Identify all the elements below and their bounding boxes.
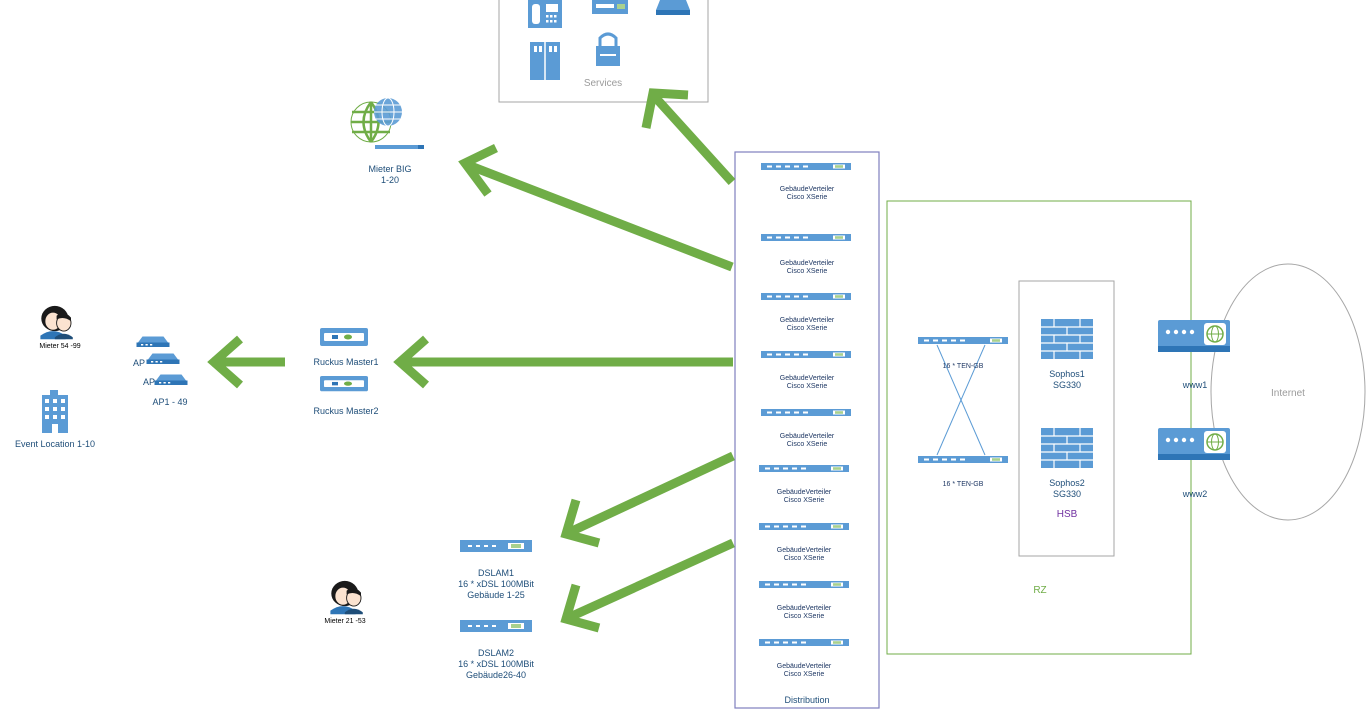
phone-icon: [528, 0, 562, 28]
users-icon: [39, 305, 74, 340]
core-switch-icon: [918, 456, 1008, 463]
internet-router-icon: [1157, 319, 1231, 353]
distribution-switch-icon: [761, 234, 851, 241]
hsb-box: [1018, 280, 1115, 557]
server-icon: [530, 42, 560, 80]
distribution-switch-icon: [759, 639, 849, 646]
dslam-icon: [460, 620, 532, 632]
distribution-switch-icon: [761, 163, 851, 170]
dslam2-line1: DSLAM2: [477, 648, 514, 658]
router-service-icon: [656, 0, 690, 15]
switch-model: Cisco XSerie: [786, 383, 828, 391]
ruckus-master2-label: Ruckus Master2: [313, 406, 379, 416]
distribution-switch-icon: [761, 409, 851, 416]
switch-model: Cisco XSerie: [783, 555, 825, 563]
switch-name: GebäudeVerteiler: [779, 375, 835, 382]
cross-link: [936, 344, 986, 456]
sophos2-name: Sophos2: [1049, 478, 1085, 488]
switch-name: GebäudeVerteiler: [779, 317, 835, 324]
core-switch-icon: [918, 337, 1008, 344]
dslam1-line3: Gebäude 1-25: [467, 589, 525, 600]
core-switch-label: 16 * TEN-GB: [942, 481, 984, 488]
dslam1-label: DSLAM1 16 * xDSL 100MBit Gebäude 1-25: [440, 568, 552, 600]
switch-name: GebäudeVerteiler: [776, 489, 832, 496]
dslam2-label: DSLAM2 16 * xDSL 100MBit Gebäude26-40: [440, 648, 552, 680]
globe-server-icon: [350, 97, 424, 149]
ap-range-label: AP1 - 49: [152, 397, 188, 407]
switch-model: Cisco XSerie: [783, 671, 825, 679]
switch-name: GebäudeVerteiler: [776, 547, 832, 554]
distribution-label: Distribution: [784, 695, 830, 705]
distribution-switch-icon: [759, 581, 849, 588]
switch-model: Cisco XSerie: [783, 497, 825, 505]
internet-label: Internet: [1271, 388, 1305, 399]
ruckus-controller-icon: [320, 328, 368, 346]
distribution-switch-icon: [761, 293, 851, 300]
users-icon: [329, 580, 364, 615]
dslam-icon: [460, 540, 532, 552]
ruckus-controller-icon: [320, 376, 368, 392]
access-point-icon: [136, 336, 170, 347]
switch-model: Cisco XSerie: [786, 325, 828, 333]
access-point-icon: [146, 353, 180, 364]
switch-model: Cisco XSerie: [786, 194, 828, 202]
hsb-label: HSB: [1056, 509, 1078, 520]
firewall-icon: [1040, 427, 1094, 469]
switch-name: GebäudeVerteiler: [779, 186, 835, 193]
lock-icon: [596, 32, 620, 66]
services-label: Services: [583, 78, 623, 89]
distribution-switch-icon: [759, 523, 849, 530]
www2-label: www2: [1182, 489, 1208, 499]
sophos2-model: SG330: [1052, 488, 1082, 499]
switch-name: GebäudeVerteiler: [776, 663, 832, 670]
connection-arrows: [207, 88, 736, 633]
switch-service-icon: [592, 0, 628, 14]
switch-name: GebäudeVerteiler: [776, 605, 832, 612]
event-location-label: Event Location 1-10: [14, 439, 96, 449]
distribution-box: [734, 151, 880, 709]
mieter-big-line1: Mieter BIG: [368, 164, 412, 174]
ap-label: AP: [132, 358, 145, 368]
ruckus-master1-label: Ruckus Master1: [313, 357, 379, 367]
ap-label: AP: [142, 377, 155, 387]
distribution-switch-icon: [761, 351, 851, 358]
building-icon: [42, 390, 68, 433]
sophos1-name: Sophos1: [1049, 369, 1085, 379]
switch-model: Cisco XSerie: [786, 441, 828, 449]
internet-router-icon: [1157, 427, 1231, 461]
sophos1-model: SG330: [1052, 379, 1082, 390]
www1-label: www1: [1182, 380, 1208, 390]
switch-name: GebäudeVerteiler: [779, 260, 835, 267]
dslam1-line1: DSLAM1: [477, 568, 514, 578]
dslam2-line3: Gebäude26-40: [465, 669, 527, 680]
mieter-big-label: Mieter BIG 1-20: [350, 164, 430, 186]
dslam2-line2: 16 * xDSL 100MBit: [458, 658, 534, 669]
services-box: [498, 0, 709, 103]
switch-model: Cisco XSerie: [783, 613, 825, 621]
mieter-54-label: Mieter 54 -99: [39, 343, 81, 350]
core-switch-label: 16 * TEN-GB: [942, 363, 984, 370]
distribution-switch-icon: [759, 465, 849, 472]
switch-model: Cisco XSerie: [786, 268, 828, 276]
dslam1-line2: 16 * xDSL 100MBit: [458, 578, 534, 589]
switch-name: GebäudeVerteiler: [779, 433, 835, 440]
rz-box: [886, 200, 1192, 655]
mieter-21-label: Mieter 21 -53: [324, 618, 366, 625]
firewall-icon: [1040, 318, 1094, 360]
internet-cloud: [1210, 263, 1366, 521]
rz-label: RZ: [1033, 585, 1047, 596]
mieter-big-line2: 1-20: [380, 174, 399, 185]
